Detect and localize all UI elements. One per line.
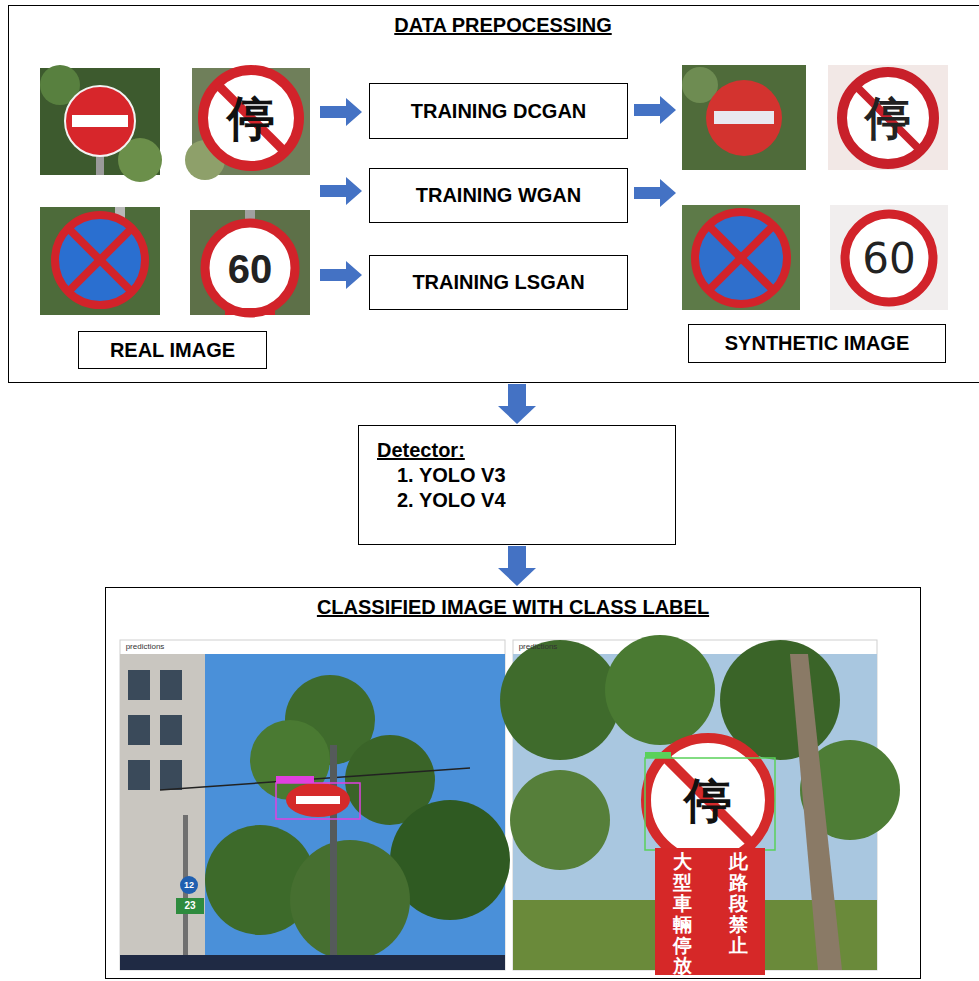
synthetic-photo: [682, 65, 806, 170]
section-panel: DATA PREPOCESSING TRAINING DCGAN TRAINING …: [8, 5, 979, 383]
synthetic-photo: [682, 205, 800, 310]
sign-text: 停: [865, 95, 911, 141]
process-box: TRAINING DCGAN: [369, 83, 628, 139]
caption-box: REAL IMAGE: [78, 331, 267, 369]
sign-photo: [190, 210, 310, 315]
box-label: TRAINING LSGAN: [412, 271, 584, 294]
sign-photo: [40, 207, 160, 315]
process-box: TRAINING WGAN: [369, 168, 628, 223]
list-item: 1. YOLO V3: [377, 463, 657, 488]
process-box: TRAINING LSGAN: [369, 255, 628, 310]
box-label: TRAINING WGAN: [416, 184, 582, 207]
flow-arrow: [508, 384, 526, 406]
flow-arrow: [508, 546, 526, 568]
window-title: predictions: [126, 643, 165, 651]
result-screenshot: [500, 635, 900, 975]
panel-heading: CLASSIFIED IMAGE WITH CLASS LABEL: [106, 596, 920, 619]
result-screenshot: [120, 640, 510, 970]
caption-box: SYNTHETIC IMAGE: [688, 324, 946, 363]
box-label: TRAINING DCGAN: [411, 100, 587, 123]
route-number: 23: [184, 901, 195, 911]
sign-text: 大型車輛停放: [673, 851, 692, 976]
box-label: SYNTHETIC IMAGE: [725, 332, 909, 355]
sign-photo: [40, 65, 162, 182]
list-item: 2. YOLO V4: [377, 488, 657, 513]
synthetic-photo: [830, 205, 948, 310]
box-label: REAL IMAGE: [110, 339, 235, 362]
sign-text: 停: [227, 94, 275, 142]
sign-photo: [185, 68, 310, 180]
sign-text: 此路段禁止: [729, 851, 748, 955]
sign-text: 60: [862, 238, 915, 280]
sign-text: 停: [684, 776, 732, 824]
box-heading: Detector:: [377, 438, 657, 463]
route-number: 12: [184, 881, 194, 890]
sign-text: 60: [228, 249, 273, 289]
detector-box: Detector:1. YOLO V32. YOLO V4: [358, 425, 676, 545]
section-panel: CLASSIFIED IMAGE WITH CLASS LABEL: [105, 587, 921, 979]
synthetic-photo: [828, 65, 948, 170]
panel-heading: DATA PREPOCESSING: [9, 14, 979, 37]
window-title: predictions: [519, 643, 558, 651]
